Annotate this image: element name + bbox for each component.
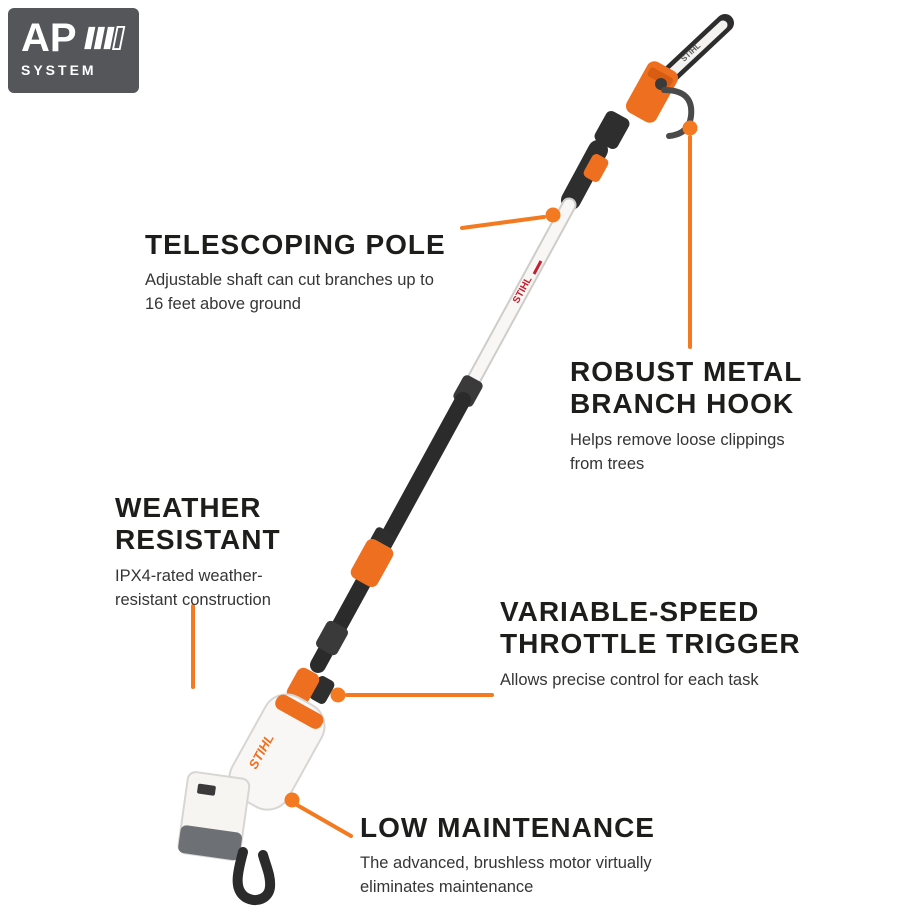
desc-line: eliminates maintenance — [360, 878, 534, 897]
head-base — [594, 110, 630, 150]
desc-line: resistant construction — [115, 590, 271, 609]
battery — [177, 771, 251, 861]
lower-fitting — [316, 620, 348, 656]
desc-line: Allows precise control for each task — [500, 670, 759, 689]
carry-hook — [232, 847, 276, 905]
upper-pole — [461, 199, 575, 398]
ap-badge-subtitle: SYSTEM — [21, 62, 97, 78]
title-line: ROBUST METAL — [570, 356, 803, 387]
pole-pruner-illustration: STIHL STIHL — [177, 14, 734, 905]
telescoping-connector-line — [460, 215, 546, 230]
title-line: BRANCH HOOK — [570, 388, 795, 420]
branch-hook-part — [661, 87, 695, 139]
ap-badge-row: AP — [21, 18, 126, 58]
callout-telescoping-pole: TELESCOPING POLE Adjustable shaft can cu… — [145, 229, 446, 317]
lower-pole — [310, 392, 471, 673]
desc-line: The advanced, brushless motor virtually — [360, 854, 652, 873]
title-line: RESISTANT — [115, 524, 281, 556]
ap-system-badge: AP SYSTEM — [8, 8, 139, 93]
upper-clamp-lever — [583, 154, 609, 182]
battery-bars-icon — [83, 25, 125, 51]
branch-hook-connector-dot — [682, 120, 698, 136]
callout-low-maintenance: LOW MAINTENANCE The advanced, brushless … — [360, 812, 655, 900]
callout-weather-resistant-title: WEATHER RESISTANT — [115, 492, 281, 557]
callout-telescoping-pole-title: TELESCOPING POLE — [145, 229, 446, 260]
callout-branch-hook-title: ROBUST METAL BRANCH HOOK — [570, 356, 802, 421]
callout-throttle-trigger-desc: Allows precise control for each task — [500, 669, 801, 693]
title-line: THROTTLE TRIGGER — [500, 628, 801, 660]
throttle-connector-dot — [330, 687, 346, 703]
callout-low-maintenance-title: LOW MAINTENANCE — [360, 812, 655, 843]
callout-telescoping-pole-desc: Adjustable shaft can cut branches up to … — [145, 269, 446, 317]
callout-low-maintenance-desc: The advanced, brushless motor virtually … — [360, 852, 655, 900]
callout-branch-hook: ROBUST METAL BRANCH HOOK Helps remove lo… — [570, 356, 802, 477]
low-maintenance-connector-dot — [284, 792, 300, 808]
callout-throttle-trigger: VARIABLE-SPEED THROTTLE TRIGGER Allows p… — [500, 596, 801, 693]
ap-badge-brand: AP — [21, 16, 77, 60]
desc-line: Helps remove loose clippings — [570, 430, 785, 449]
desc-line: IPX4-rated weather- — [115, 566, 263, 585]
low-maintenance-connector-line — [295, 803, 353, 838]
pole-red-stripe — [532, 260, 543, 275]
desc-line: Adjustable shaft can cut branches up to — [145, 271, 434, 290]
callout-weather-resistant-desc: IPX4-rated weather- resistant constructi… — [115, 565, 281, 613]
telescoping-connector-dot — [545, 207, 561, 223]
mid-clamp — [350, 539, 394, 587]
callout-throttle-trigger-title: VARIABLE-SPEED THROTTLE TRIGGER — [500, 596, 801, 661]
callout-connectors — [191, 120, 698, 838]
desc-line: 16 feet above ground — [145, 295, 301, 314]
desc-line: from trees — [570, 454, 645, 473]
callout-branch-hook-desc: Helps remove loose clippings from trees — [570, 429, 802, 477]
title-line: VARIABLE-SPEED — [500, 596, 760, 627]
title-line: WEATHER — [115, 492, 262, 523]
callout-weather-resistant: WEATHER RESISTANT IPX4-rated weather- re… — [115, 492, 281, 613]
motor-housing — [228, 693, 326, 811]
